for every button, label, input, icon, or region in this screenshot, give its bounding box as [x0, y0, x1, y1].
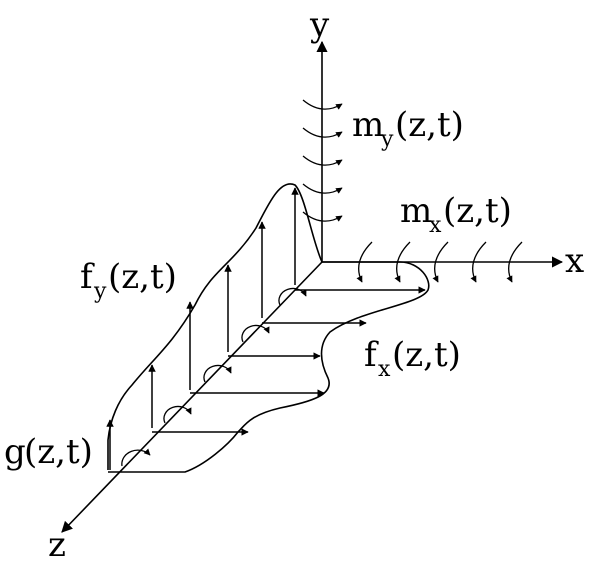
fy-load-curve	[107, 183, 323, 470]
mx-label-sub: x	[429, 213, 442, 238]
my-arc	[302, 155, 343, 166]
g-label: g (z,t)	[4, 432, 93, 472]
x-axis-label: x	[565, 241, 584, 281]
mx-arc	[394, 241, 411, 283]
mx-arc	[506, 241, 523, 283]
my-label-sub: y	[380, 127, 394, 152]
g-arc	[121, 448, 151, 467]
mx-arc	[432, 241, 449, 283]
my-arc	[302, 99, 343, 110]
z-axis-label: z	[48, 525, 66, 565]
y-axis-label: y	[309, 5, 330, 45]
fy-label: f y (z,t)	[80, 257, 177, 304]
g-arc	[241, 324, 270, 343]
fy-arrows	[106, 187, 299, 470]
fx-label-args: (z,t)	[392, 335, 461, 375]
my-arc	[302, 127, 343, 138]
g-label-args: (z,t)	[24, 432, 93, 472]
fx-label-main: f	[364, 335, 379, 375]
z-axis	[61, 261, 323, 533]
g-label-main: g	[4, 432, 26, 472]
my-label-args: (z,t)	[395, 105, 464, 145]
mx-label-args: (z,t)	[443, 191, 512, 231]
mx-moment-arcs	[356, 241, 523, 283]
mx-label: m x (z,t)	[400, 191, 512, 238]
my-moment-arcs	[302, 99, 343, 222]
fy-label-main: f	[80, 257, 95, 297]
g-arc	[163, 405, 192, 424]
my-label: m y (z,t)	[352, 105, 464, 152]
fx-arrows	[152, 286, 426, 436]
fx-label: f x (z,t)	[364, 335, 461, 382]
g-arc	[203, 364, 232, 383]
fy-label-args: (z,t)	[108, 257, 177, 297]
mx-arc	[470, 241, 487, 283]
mx-arc	[356, 241, 373, 283]
fx-label-sub: x	[378, 357, 391, 382]
mx-label-main: m	[400, 191, 432, 231]
my-arc	[302, 211, 343, 222]
fy-label-sub: y	[93, 279, 107, 304]
g-arc	[278, 287, 307, 306]
g-moment-arcs	[121, 287, 307, 467]
my-label-main: m	[352, 105, 384, 145]
my-arc	[302, 183, 343, 194]
